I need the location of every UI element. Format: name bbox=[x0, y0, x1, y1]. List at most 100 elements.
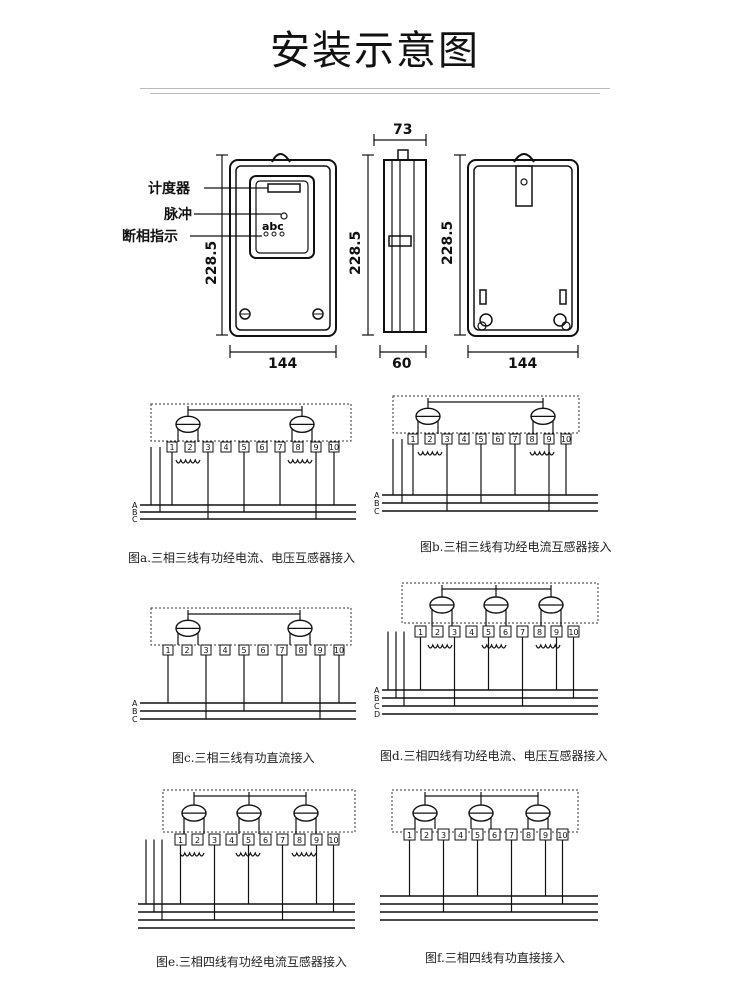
coil bbox=[481, 643, 507, 649]
terminal-number: 3 bbox=[212, 836, 217, 845]
terminal-number: 8 bbox=[298, 646, 303, 655]
terminal bbox=[259, 833, 272, 846]
terminal-number: 4 bbox=[222, 646, 227, 655]
terminal-number: 6 bbox=[260, 646, 265, 655]
terminal-number: 6 bbox=[263, 836, 268, 845]
terminal bbox=[499, 625, 512, 638]
terminal-number: 6 bbox=[492, 831, 497, 840]
abc-mark: abc bbox=[262, 220, 284, 233]
coil bbox=[287, 458, 313, 464]
pulse-label: 脉冲 bbox=[163, 206, 192, 223]
terminal bbox=[533, 625, 546, 638]
supply-line-label: B bbox=[374, 694, 380, 703]
side-bottom-dim: 60 bbox=[392, 356, 412, 372]
back-height-dim: 228.5 bbox=[440, 221, 456, 265]
supply-line-label: C bbox=[374, 702, 380, 711]
supply-line-label: B bbox=[132, 508, 138, 517]
terminal bbox=[257, 644, 269, 656]
terminal-number: 3 bbox=[205, 443, 210, 452]
terminal bbox=[292, 441, 304, 453]
terminal-number: 2 bbox=[435, 628, 440, 637]
coil bbox=[427, 643, 453, 649]
terminal-number: 8 bbox=[295, 443, 300, 452]
terminal-number: 1 bbox=[418, 628, 423, 637]
terminal-number: 3 bbox=[441, 831, 446, 840]
supply-line-label: B bbox=[374, 499, 380, 508]
terminal-number: 9 bbox=[554, 628, 559, 637]
coil bbox=[175, 458, 201, 464]
terminal-number: 9 bbox=[314, 836, 319, 845]
terminal-number: 1 bbox=[178, 836, 183, 845]
caption-f: 图f.三相四线有功直接接入 bbox=[425, 950, 565, 965]
terminal bbox=[256, 441, 268, 453]
coil bbox=[535, 643, 561, 649]
terminal-number: 8 bbox=[297, 836, 302, 845]
fine-print-line bbox=[140, 88, 610, 89]
terminal bbox=[526, 433, 538, 445]
coil bbox=[235, 851, 261, 857]
terminal-number: 8 bbox=[529, 435, 534, 444]
terminal-number: 9 bbox=[546, 435, 551, 444]
front-width-dim: 144 bbox=[268, 356, 297, 372]
terminal-number: 9 bbox=[313, 443, 318, 452]
terminal bbox=[465, 625, 478, 638]
terminal-number: 2 bbox=[184, 646, 189, 655]
front-height-dim: 228.5 bbox=[204, 241, 220, 285]
terminal-number: 5 bbox=[246, 836, 251, 845]
terminal bbox=[458, 433, 470, 445]
terminal bbox=[492, 433, 504, 445]
caption-c: 图c.三相三线有功直流接入 bbox=[172, 750, 315, 765]
caption-e: 图e.三相四线有功经电流互感器接入 bbox=[156, 954, 347, 969]
terminal-number: 6 bbox=[495, 435, 500, 444]
terminal-number: 6 bbox=[503, 628, 508, 637]
terminal-number: 5 bbox=[478, 435, 483, 444]
terminal bbox=[424, 433, 436, 445]
caption-d: 图d.三相四线有功经电流、电压互感器接入 bbox=[380, 748, 608, 763]
terminal bbox=[293, 833, 306, 846]
terminal-number: 2 bbox=[187, 443, 192, 452]
coil bbox=[529, 450, 555, 456]
supply-line-label: A bbox=[374, 686, 380, 695]
terminal-number: 5 bbox=[475, 831, 480, 840]
terminal bbox=[488, 828, 501, 841]
supply-line-label: A bbox=[374, 491, 380, 500]
terminal-number: 10 bbox=[561, 435, 571, 444]
terminal-number: 9 bbox=[317, 646, 322, 655]
page-title: 安装示意图 bbox=[270, 28, 480, 74]
terminal-number: 10 bbox=[328, 836, 338, 845]
terminal-number: 5 bbox=[241, 443, 246, 452]
terminal-number: 8 bbox=[526, 831, 531, 840]
fine-print-line bbox=[150, 93, 600, 94]
terminal-number: 4 bbox=[229, 836, 234, 845]
supply-line-label: A bbox=[132, 501, 138, 510]
supply-line-label: D bbox=[374, 710, 380, 719]
terminal-number: 7 bbox=[520, 628, 525, 637]
enclosure bbox=[150, 607, 352, 646]
terminal-number: 2 bbox=[424, 831, 429, 840]
terminal-number: 7 bbox=[509, 831, 514, 840]
terminal-number: 5 bbox=[241, 646, 246, 655]
side-top-dim: 73 bbox=[393, 122, 412, 138]
terminal-number: 4 bbox=[223, 443, 228, 452]
terminal-number: 4 bbox=[458, 831, 463, 840]
terminal-number: 8 bbox=[537, 628, 542, 637]
terminal-number: 7 bbox=[279, 646, 284, 655]
supply-line-label: B bbox=[132, 707, 138, 716]
terminal-number: 10 bbox=[568, 628, 578, 637]
enclosure bbox=[391, 789, 579, 833]
terminal bbox=[431, 625, 444, 638]
terminal-number: 9 bbox=[543, 831, 548, 840]
enclosure bbox=[150, 403, 352, 442]
side-view bbox=[362, 134, 427, 358]
terminal-number: 10 bbox=[329, 443, 339, 452]
terminal-number: 3 bbox=[444, 435, 449, 444]
terminal-number: 2 bbox=[427, 435, 432, 444]
